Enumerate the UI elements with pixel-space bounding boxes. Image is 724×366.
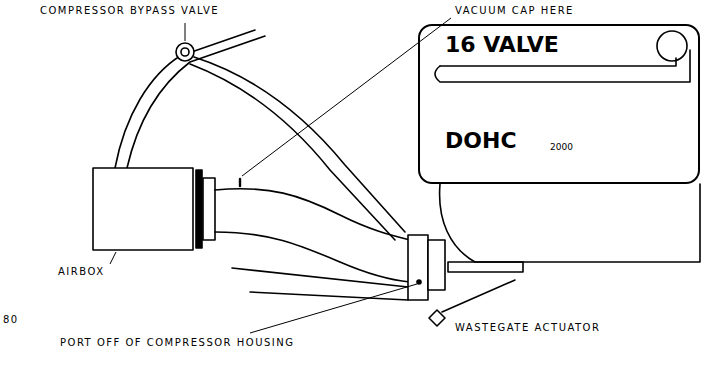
part-label: VACUUM CAP HERE <box>455 5 574 17</box>
vacuum-cap <box>239 179 241 186</box>
leader-line <box>250 284 417 333</box>
leader-lines <box>110 18 451 333</box>
part-label: PORT OFF OF COMPRESSOR HOUSING <box>60 337 294 349</box>
compressor-housing <box>428 240 445 290</box>
leader-line <box>110 252 116 264</box>
intake-tube <box>215 232 410 282</box>
cover-lettering: 16 VALVE <box>445 32 559 57</box>
compressor-housing <box>408 235 428 300</box>
part-label: AIRBOX <box>58 266 105 278</box>
cover-swirl <box>440 58 676 66</box>
bypass-hose <box>127 36 265 168</box>
airbox-clamp <box>196 170 202 248</box>
engine-block <box>440 184 700 262</box>
bypass-hose <box>194 57 405 232</box>
figure-number: 80 <box>3 314 19 326</box>
leader-line <box>185 23 186 41</box>
bypass-valve <box>181 48 189 56</box>
valve-cover: 16 VALVE DOHC 2000 <box>418 24 700 184</box>
exhaust-flange <box>448 262 523 272</box>
bypass-hose <box>190 64 395 240</box>
part-label: WASTEGATE ACTUATOR <box>455 322 600 334</box>
bypass-hose <box>115 30 255 168</box>
oil-cap <box>657 31 687 61</box>
intake-tube <box>215 189 410 240</box>
actuator-rod <box>442 280 515 312</box>
displacement-text: 2000 <box>550 142 573 152</box>
pipe <box>232 268 408 287</box>
part-label: COMPRESSOR BYPASS VALVE <box>40 5 219 17</box>
airbox-body <box>93 168 193 250</box>
airbox-flange <box>203 178 215 240</box>
cover-lettering: DOHC <box>445 128 517 153</box>
compressor-port <box>417 280 421 284</box>
bypass-valve <box>176 43 194 61</box>
